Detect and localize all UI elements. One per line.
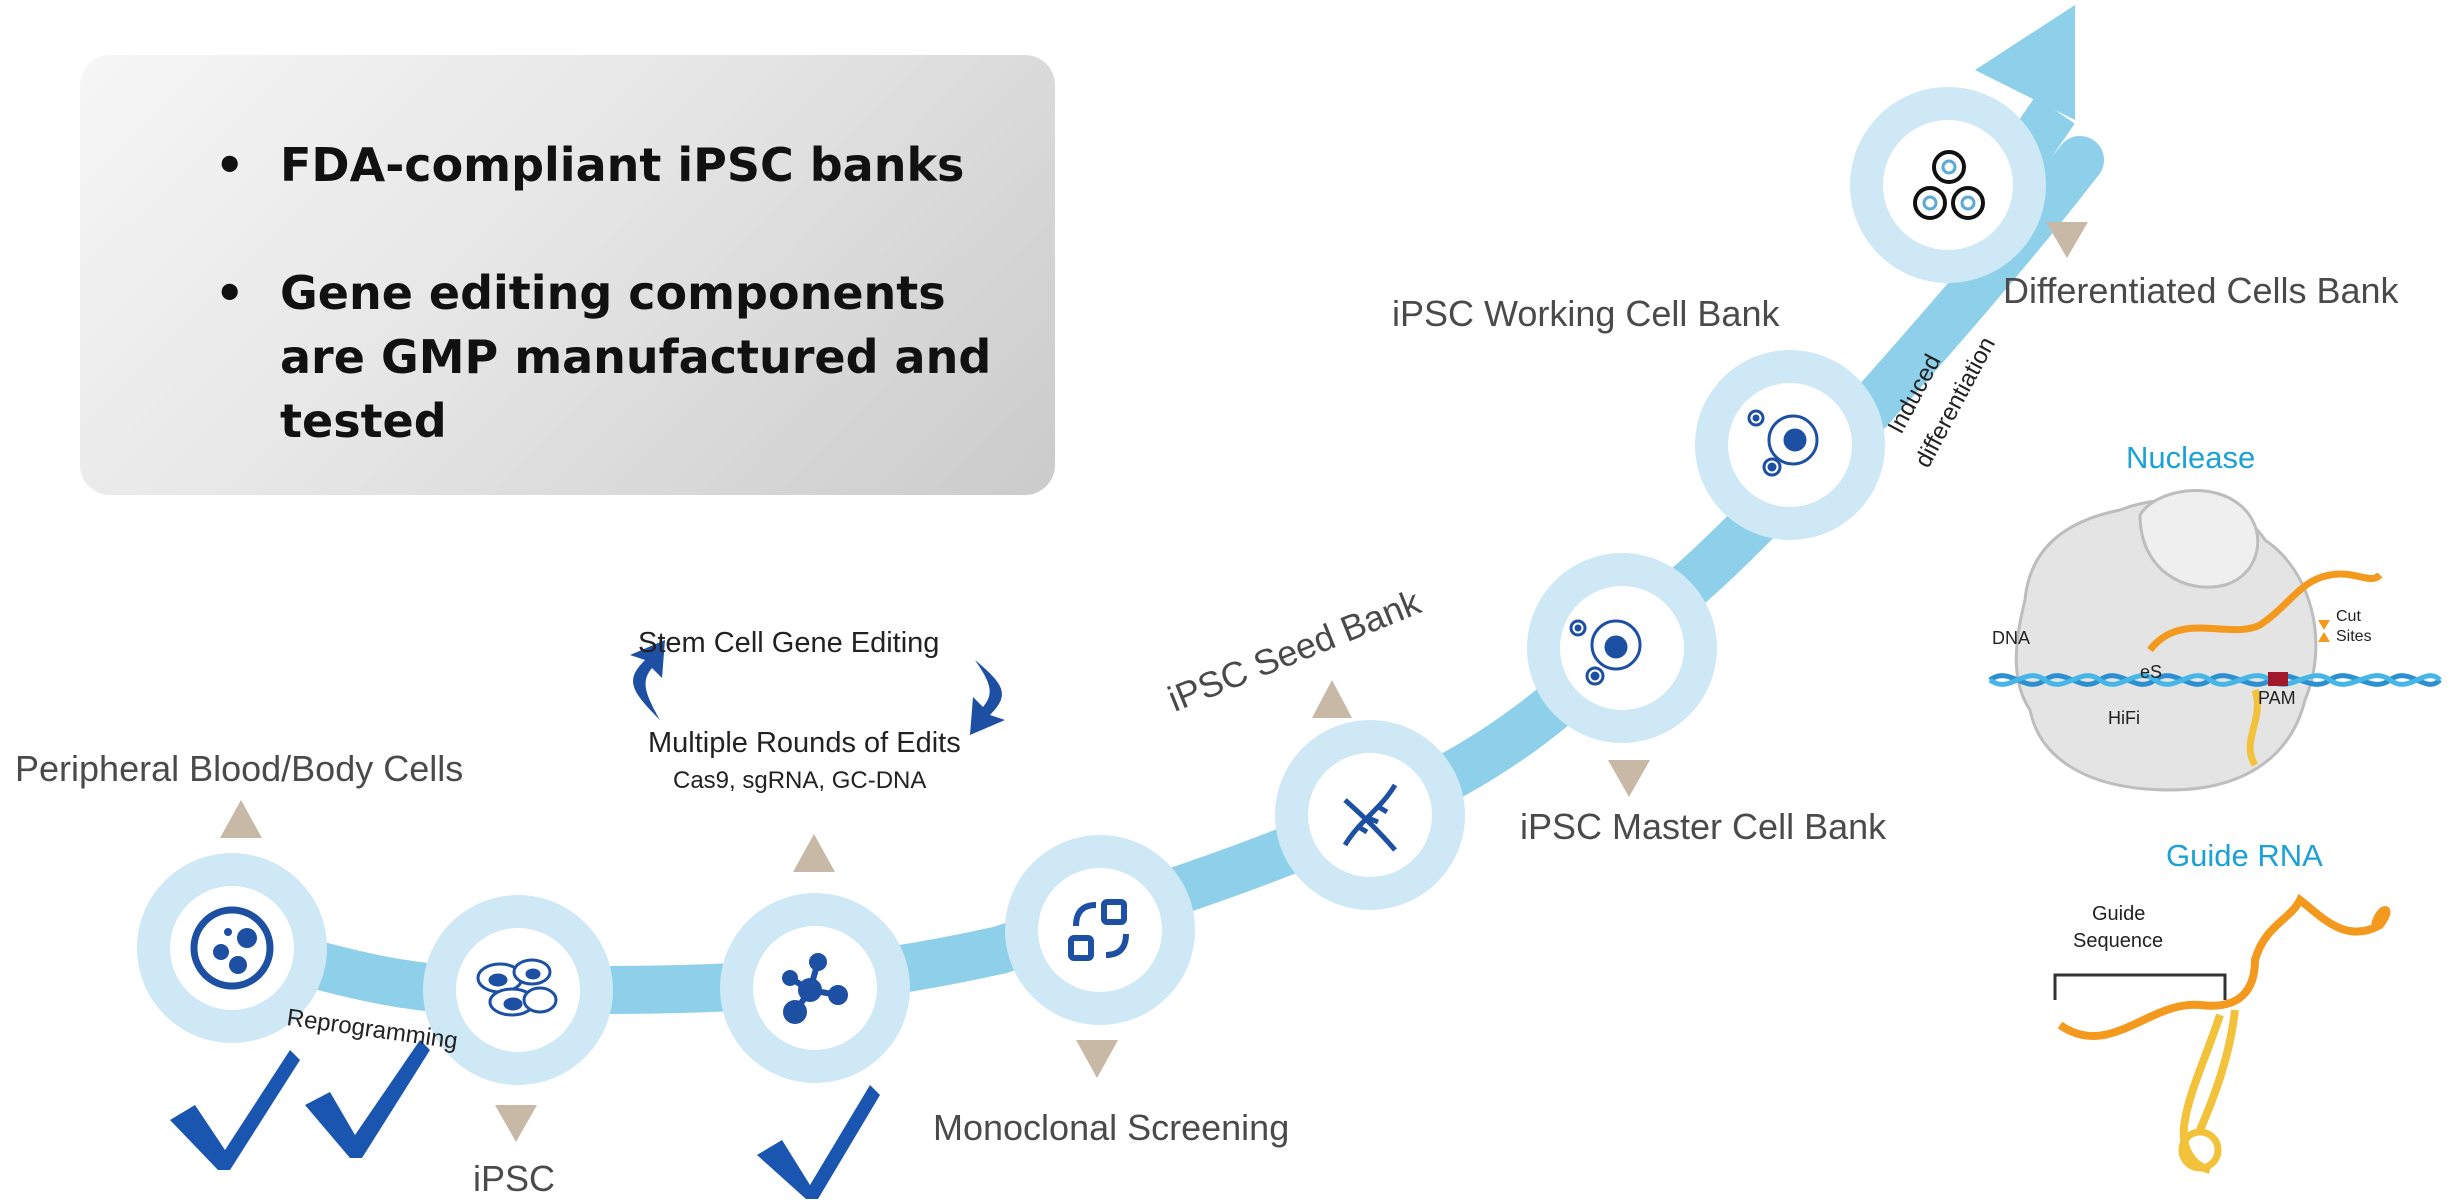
cell-icon [1747, 409, 1819, 477]
bullet-gmp: Gene editing components are GMP manufact… [135, 261, 1035, 453]
label-master-bank: iPSC Master Cell Bank [1520, 806, 1887, 847]
marker-monoclonal [1076, 1040, 1118, 1078]
label-gene-editing: Stem Cell Gene Editing [638, 627, 940, 659]
node-gene-editing [720, 893, 910, 1083]
node-peripheral-blood [137, 853, 327, 1043]
label-sites: Sites [2336, 628, 2372, 645]
marker-differentiated [2046, 222, 2088, 258]
cycle-arrows [630, 640, 1005, 735]
node-working-bank [1695, 350, 1885, 540]
blood-cell-icon [190, 906, 274, 990]
cycle-arrow-right [970, 660, 1005, 735]
node-monoclonal [1005, 835, 1195, 1025]
marker-gene-editing [793, 834, 835, 872]
label-working-bank: iPSC Working Cell Bank [1392, 293, 1780, 334]
label-es: eS [2140, 662, 2163, 682]
arrowhead [1975, 5, 2075, 120]
label-differentiated: Differentiated Cells Bank [2003, 270, 2399, 311]
screening-grid-icon [1068, 899, 1129, 961]
cell-trio-icon [1913, 150, 1985, 220]
bullet-fda: FDA-compliant iPSC banks [135, 133, 1035, 197]
check-icon [170, 1050, 300, 1170]
label-guide: Guide [2092, 903, 2146, 925]
cell-icon [1569, 619, 1642, 686]
marker-ipsc [495, 1105, 537, 1142]
dna-icon [1342, 783, 1398, 852]
label-dna: DNA [1992, 628, 2031, 648]
check-icon [305, 1040, 430, 1158]
label-multiple-rounds: Multiple Rounds of Edits [648, 727, 961, 759]
node-ipsc [423, 895, 613, 1085]
check-icon [757, 1085, 880, 1199]
pointer-markers [220, 222, 2088, 1142]
marker-peripheral [220, 800, 262, 838]
cell-cluster-icon [476, 958, 558, 1017]
check-marks [170, 1040, 880, 1199]
label-ipsc: iPSC [473, 1158, 556, 1199]
node-master-bank [1527, 553, 1717, 743]
bullet-list: FDA-compliant iPSC banks Gene editing co… [135, 133, 1035, 517]
label-pam: PAM [2258, 688, 2296, 708]
node-differentiated [1850, 87, 2046, 283]
label-peripheral: Peripheral Blood/Body Cells [15, 748, 464, 789]
node-seed-bank [1275, 720, 1465, 910]
label-cut: Cut [2336, 608, 2361, 625]
marker-seed-bank [1312, 680, 1352, 718]
label-monoclonal: Monoclonal Screening [933, 1107, 1290, 1148]
nuclease-illustration [1988, 489, 2442, 792]
label-sequence: Sequence [2073, 930, 2164, 952]
cycle-arrow-left [630, 640, 665, 720]
marker-master-bank [1608, 760, 1650, 797]
summary-callout: FDA-compliant iPSC banks Gene editing co… [80, 55, 1055, 495]
label-guide-rna: Guide RNA [2166, 838, 2323, 873]
label-components: Cas9, sgRNA, GC-DNA [673, 767, 927, 794]
guide-rna-illustration [2053, 893, 2391, 1174]
label-nuclease: Nuclease [2126, 440, 2256, 475]
label-hifi: HiFi [2108, 708, 2140, 728]
network-icon [782, 953, 848, 1024]
